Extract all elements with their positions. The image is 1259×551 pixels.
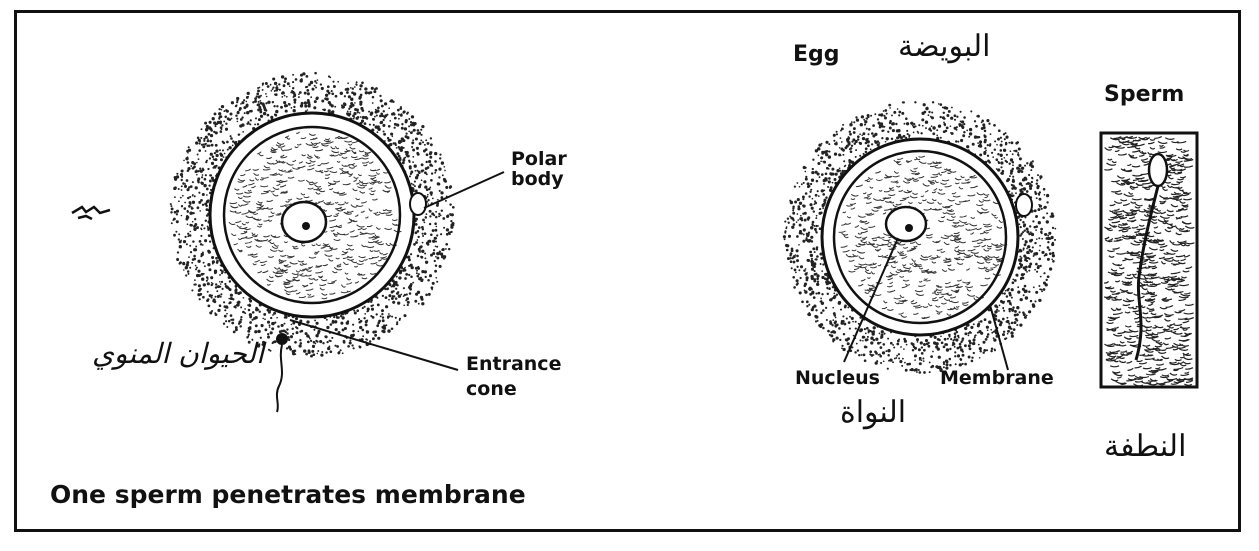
left-egg-nucleolus [302,222,310,230]
right-egg-nucleus [886,207,926,241]
right-egg-nucleolus [905,224,913,232]
nucleus-arabic-label: النواة [840,398,906,428]
polar-body-label: Polar body [511,150,591,190]
entrance-cone-leader [290,320,458,370]
sperm-label: Sperm [1104,84,1184,106]
entering-sperm-tail [277,345,282,412]
entrance-cone-label-line2: cone [466,380,517,399]
left-egg-nucleus [282,202,326,242]
caption: One sperm penetrates membrane [50,482,526,507]
membrane-leader [990,305,1008,370]
left-polar-body [410,193,426,215]
right-polar-body [1016,194,1032,216]
left-arabic-sperm-label: الحيوان المنوي [92,340,264,368]
entering-sperm-head [276,333,288,345]
nucleus-label: Nucleus [795,369,880,388]
right-egg-cytoplasm [839,156,1008,318]
egg-label: Egg [793,44,840,66]
egg-arabic-label: البويضة [898,32,990,62]
sperm-head [1149,154,1167,186]
polar-body-leader [424,172,504,208]
entrance-cone-label-line1: Entrance [466,355,561,374]
sperm-arabic-label: النطفة [1104,432,1186,462]
membrane-label: Membrane [940,369,1054,388]
left-margin-scribble [72,207,110,219]
